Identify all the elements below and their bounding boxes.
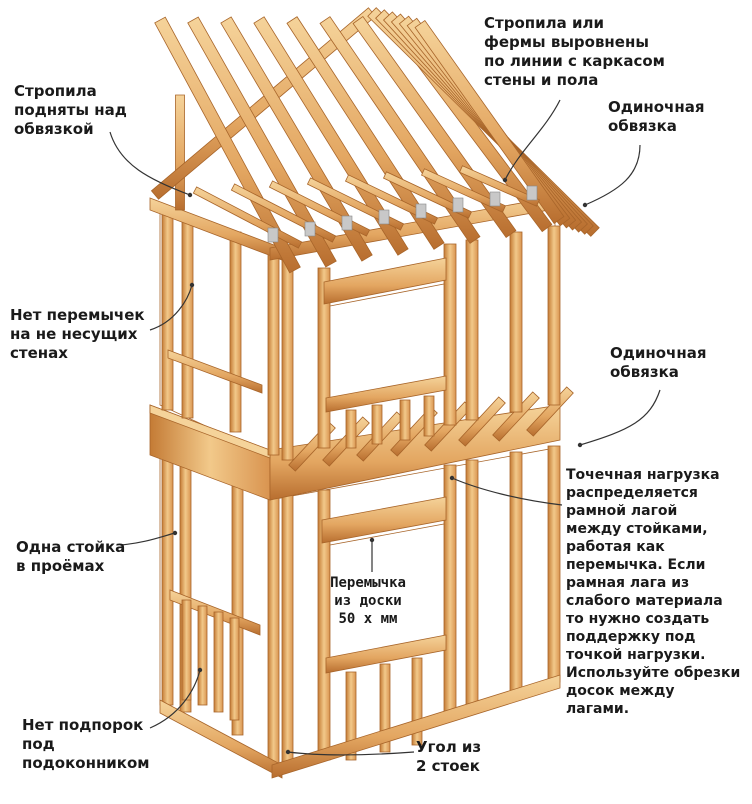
- rafter: [286, 16, 445, 250]
- rafter: [319, 16, 481, 244]
- upper-cripple-stud: [399, 399, 411, 441]
- cripple-stud: [181, 599, 192, 701]
- leader-line: [149, 669, 201, 729]
- cripple-stud: [213, 611, 224, 713]
- floor-joist: [458, 396, 506, 447]
- leader-line: [109, 131, 191, 196]
- lower-left-stud: [281, 494, 294, 771]
- lower-front-stud: [465, 459, 479, 709]
- leader-tip: [577, 442, 583, 448]
- leader-tip: [369, 537, 375, 543]
- floor-joist: [526, 386, 574, 437]
- metal-connector: [526, 185, 538, 201]
- upper-cripple-stud: [423, 395, 435, 437]
- leader-tip: [187, 192, 193, 198]
- upper-left-stud: [181, 215, 194, 419]
- upper-front-stud: [465, 239, 479, 421]
- metal-connector: [304, 221, 316, 237]
- label-no-headers: Нет перемычек на не несущих стенах: [10, 306, 145, 362]
- ceiling-joist: [382, 171, 473, 219]
- front-bottom-plate: [271, 674, 561, 779]
- metal-connector: [489, 191, 501, 207]
- label-rafters-aligned: Стропила или фермы выровнены по линии с …: [484, 14, 665, 89]
- lower-left-stud: [267, 489, 280, 771]
- cripple-stud: [229, 617, 240, 721]
- upper-front-stud: [509, 231, 523, 413]
- rafter-right: [414, 19, 565, 225]
- upper-left-stud: [281, 254, 294, 461]
- metal-connector: [415, 203, 427, 219]
- leader-line: [584, 144, 641, 206]
- metal-connector: [452, 197, 464, 213]
- leader-line: [287, 751, 415, 756]
- label-rafters-raised: Стропила подняты над обвязкой: [14, 82, 127, 138]
- metal-connector: [267, 227, 279, 243]
- leader-tip: [197, 667, 203, 673]
- leader-lines: [109, 99, 661, 756]
- front-rim-joist: [269, 404, 561, 501]
- ceiling-joist: [421, 168, 506, 213]
- label-single-plate-mid: Одиночная обвязка: [610, 344, 707, 381]
- wood-members: [149, 7, 600, 779]
- metal-connector: [378, 209, 390, 225]
- leader-line: [504, 99, 561, 181]
- upper-front-stud: [547, 225, 561, 406]
- label-corner: Угол из 2 стоек: [416, 738, 482, 775]
- front-cripple-stud: [345, 671, 357, 761]
- floor-joist: [424, 401, 472, 452]
- upper-window-sill: [325, 375, 447, 413]
- upper-left-stud: [161, 209, 174, 411]
- label-point-load: Точечная нагрузка распределяется рамной …: [566, 466, 750, 718]
- upper-cripple-stud: [371, 404, 383, 445]
- floor-joist: [492, 391, 540, 442]
- lower-front-stud: [547, 445, 561, 683]
- upper-cripple-stud: [345, 409, 357, 449]
- leader-tip: [172, 530, 178, 536]
- lower-left-stud: [161, 449, 174, 706]
- leader-line: [451, 477, 563, 506]
- label-no-cripples: Нет подпорок под подоконником: [22, 716, 150, 772]
- label-single-plate-top: Одиночная обвязка: [608, 98, 705, 135]
- front-window-header: [321, 496, 447, 544]
- label-one-stud: Одна стойка в проёмах: [16, 538, 126, 575]
- upper-left-stud: [267, 249, 280, 456]
- rafter: [352, 15, 517, 239]
- ceiling-joist: [344, 174, 439, 225]
- leader-tip: [189, 282, 195, 288]
- cripple-stud: [197, 605, 208, 706]
- label-header-board: Перемычка из доски 50 х мм: [330, 575, 406, 627]
- leader-tip: [285, 749, 291, 755]
- leader-tip: [449, 475, 455, 481]
- left-bottom-plate: [159, 699, 283, 779]
- leader-line: [579, 389, 661, 446]
- front-cripple-stud: [411, 657, 423, 746]
- lower-front-stud: [509, 451, 523, 696]
- upper-window-header: [323, 257, 447, 305]
- left-top-plate: [149, 197, 283, 261]
- leader-tip: [582, 202, 588, 208]
- upper-left-stud: [229, 231, 242, 433]
- upper-left-sill: [167, 349, 263, 394]
- metal-connector: [341, 215, 353, 231]
- leader-line: [119, 532, 176, 546]
- ceiling-joist: [459, 165, 540, 207]
- leader-line: [149, 284, 193, 331]
- front-cripple-stud: [379, 663, 391, 753]
- leader-tip: [502, 177, 508, 183]
- front-window-sill: [325, 634, 447, 674]
- rim-top-edge: [149, 404, 271, 459]
